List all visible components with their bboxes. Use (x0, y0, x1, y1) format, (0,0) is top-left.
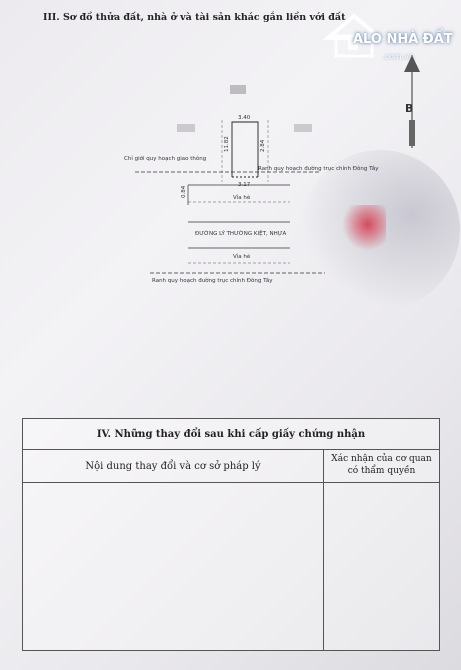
east-west-bottom-label: Ranh quy hoạch đường trục chính Đông Tây (152, 277, 273, 284)
watermark-site: .com.vn (382, 52, 414, 61)
confirmation-cell (323, 482, 440, 651)
confirmation-line-2: có thẩm quyền (347, 466, 416, 476)
red-stamp-mark (340, 205, 386, 253)
plot-right-measure: 2.84 (260, 139, 266, 152)
road-name-label: ĐƯỜNG LÝ THƯỜNG KIỆT, NHỰA (195, 229, 286, 237)
sidewalk-bottom-label: Vỉa hè (233, 253, 251, 260)
column-header-content: Nội dung thay đổi và cơ sở pháp lý (22, 449, 324, 483)
watermark-logo: ALO NHÀ ĐẤT .com.vn (318, 10, 458, 62)
changes-table-title: IV. Những thay đổi sau khi cấp giấy chứn… (22, 418, 440, 450)
house-logo-icon (322, 13, 386, 58)
north-label: B (405, 102, 413, 115)
content-cell (22, 482, 324, 651)
traffic-planning-label: Chỉ giới quy hoạch giao thông (124, 155, 206, 162)
left-depth-measure: 0.84 (181, 185, 187, 198)
plot-left-measure: 11.82 (224, 136, 230, 152)
redacted-mark (230, 85, 246, 94)
north-arrow-icon (404, 55, 420, 148)
changes-table: IV. Những thay đổi sau khi cấp giấy chứn… (22, 418, 440, 651)
land-plot-diagram: B 3.40 11.82 2.84 3.17 Chỉ giới quy hoạc… (124, 55, 420, 284)
watermark-brand: ALO NHÀ ĐẤT (353, 32, 453, 47)
plot-top-measure: 3.40 (238, 115, 251, 121)
redacted-mark (177, 124, 195, 132)
section-title: III. Sơ đồ thửa đất, nhà ở và tài sản kh… (43, 12, 346, 23)
east-west-top-label: Ranh quy hoạch đường trục chính Đông Tây (258, 165, 379, 172)
column-header-confirmation: Xác nhận của cơ quan có thẩm quyền (323, 449, 440, 483)
confirmation-line-1: Xác nhận của cơ quan (331, 454, 432, 464)
sidewalk-top-label: Vỉa hè (233, 194, 251, 201)
redacted-mark (294, 124, 312, 132)
